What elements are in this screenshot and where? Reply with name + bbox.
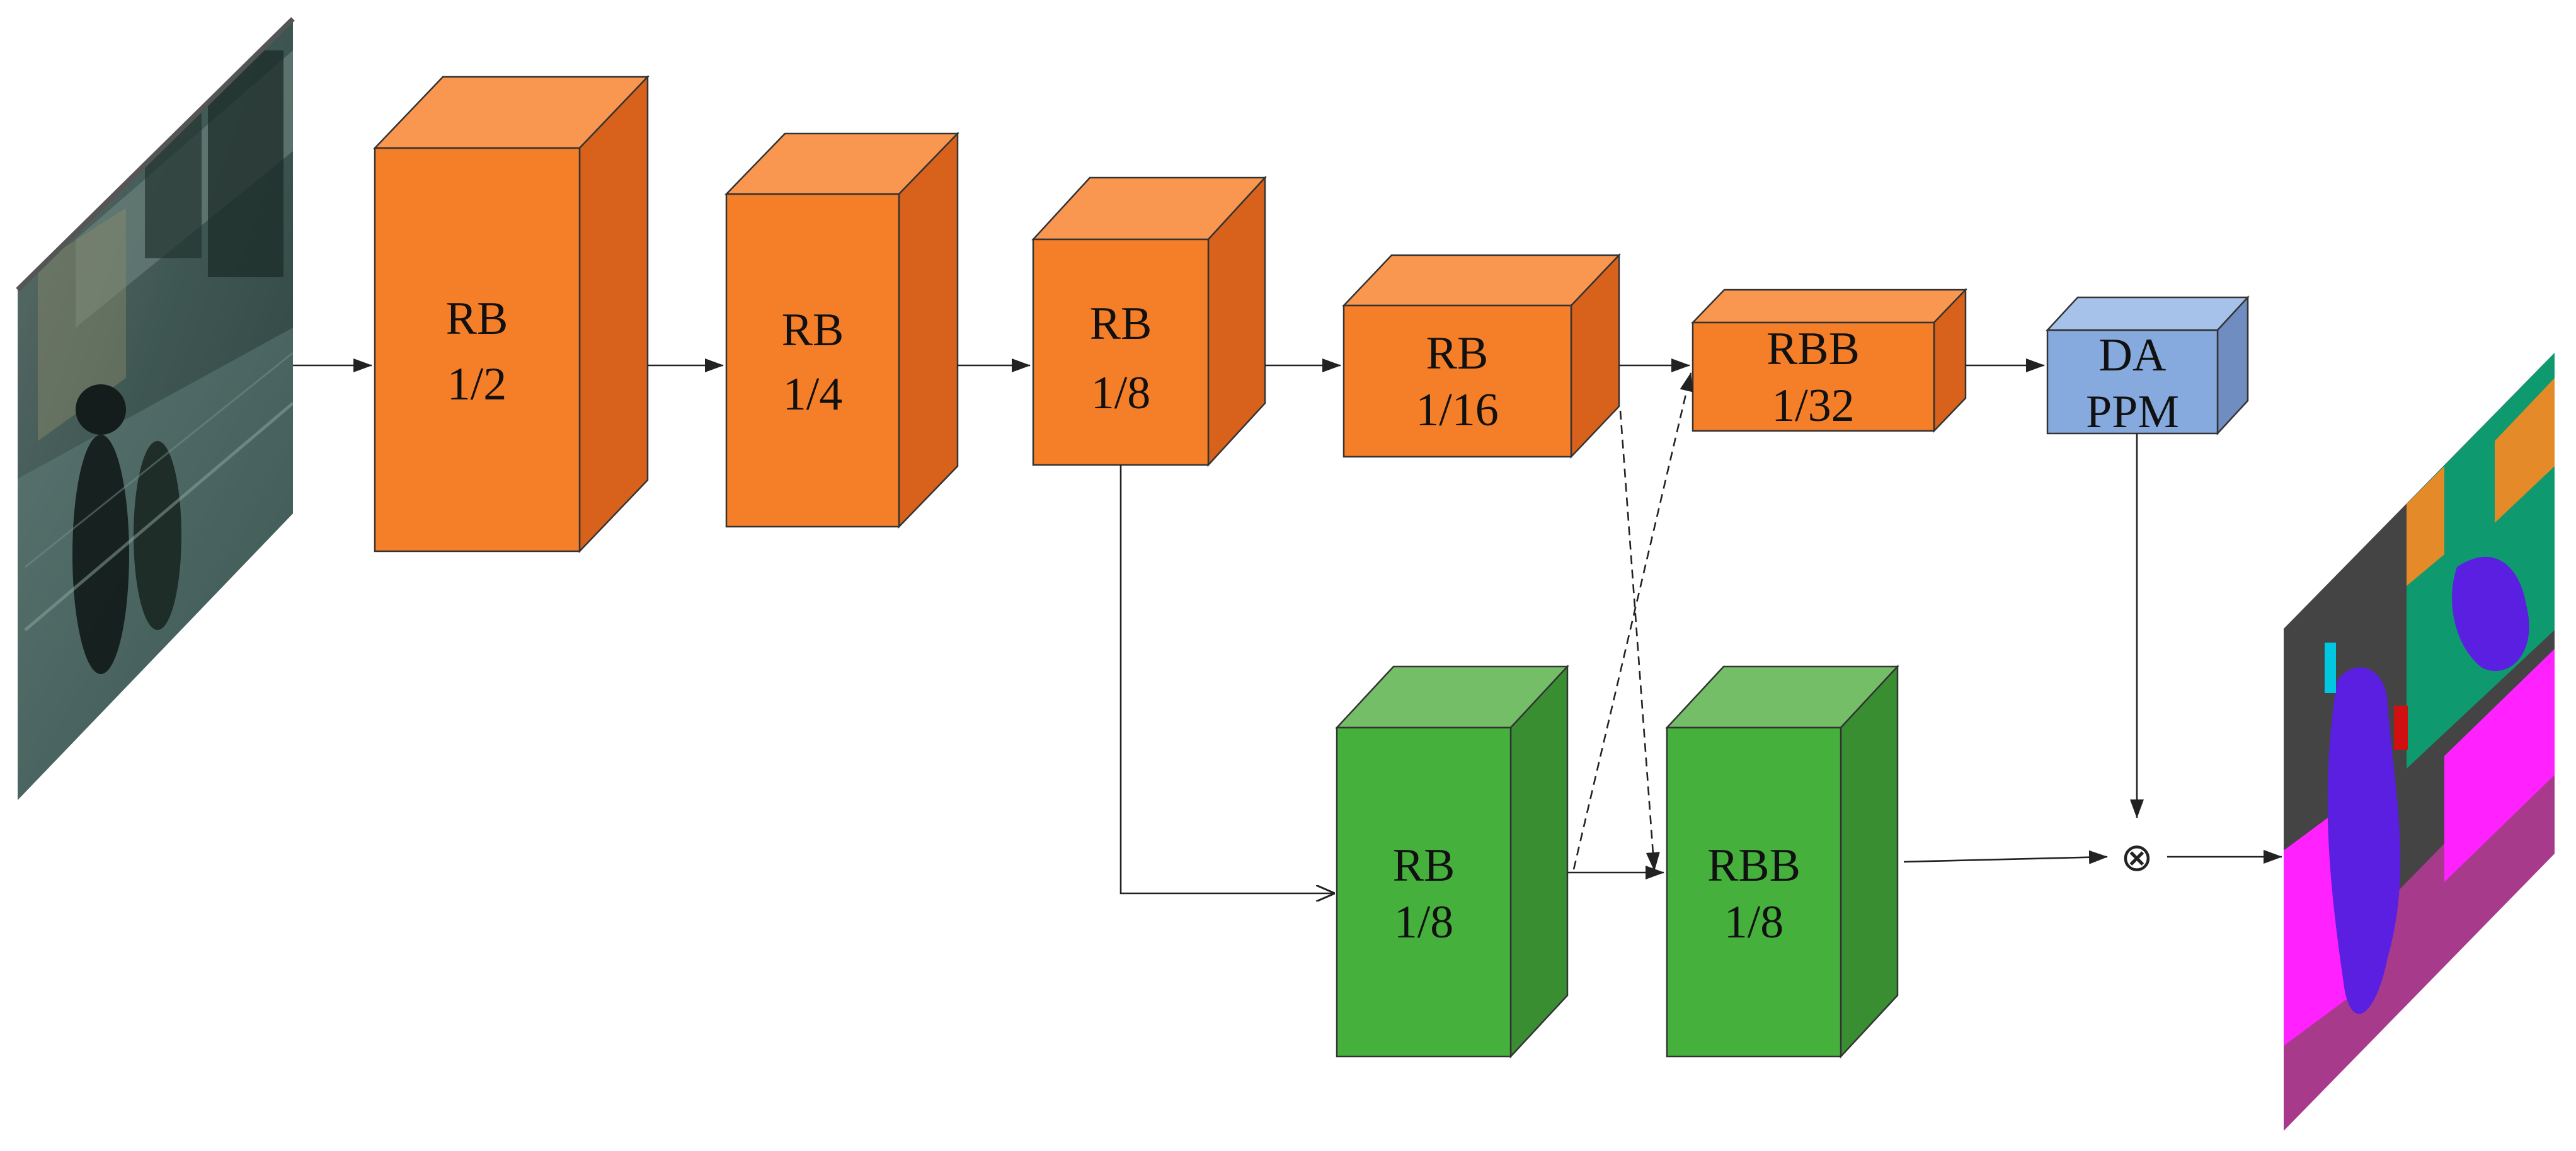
- block-rb-1-16: RB 1/16: [1342, 253, 1621, 459]
- block-rb-1-8-green: RB 1/8: [1335, 664, 1569, 1059]
- block-rb-1-16-title: RB: [1426, 328, 1489, 379]
- branch-rb-1-8-to-green-rb: [1119, 465, 1334, 893]
- output-segmentation-image: [2284, 353, 2555, 1131]
- input-image: [16, 17, 295, 800]
- arrow-green-rbb-to-multiply: [1903, 850, 2108, 864]
- block-rbb-1-8-green-scale: 1/8: [1724, 896, 1784, 948]
- block-rb-1-4-title: RB: [782, 304, 844, 356]
- block-rb-1-4: RB 1/4: [724, 131, 959, 529]
- block-rb-1-8-scale: 1/8: [1091, 367, 1151, 419]
- connectors: ⊗: [293, 358, 2282, 893]
- block-rb-1-4-scale: 1/4: [783, 369, 843, 420]
- block-da-ppm-title: DA: [2099, 329, 2167, 381]
- block-rb-1-2: RB 1/2: [373, 74, 650, 554]
- dashed-green-rb-to-rbb-1-32: [1572, 372, 1694, 870]
- block-rb-1-8: RB 1/8: [1031, 175, 1267, 467]
- dashed-rb-1-16-to-green-rbb: [1619, 410, 1660, 871]
- block-rbb-1-8-green: RBB 1/8: [1665, 664, 1899, 1059]
- block-rb-1-2-scale: 1/2: [447, 358, 507, 410]
- block-rbb-1-32: RBB 1/32: [1691, 287, 1967, 433]
- block-da-ppm-subtitle: PPM: [2086, 386, 2179, 438]
- block-rb-1-2-title: RB: [446, 293, 508, 345]
- block-rbb-1-8-green-title: RBB: [1707, 840, 1800, 891]
- multiply-operator-icon: ⊗: [2121, 834, 2153, 880]
- block-rb-1-8-green-title: RB: [1393, 840, 1455, 891]
- block-rbb-1-32-scale: 1/32: [1772, 380, 1855, 432]
- block-rb-1-8-title: RB: [1090, 298, 1152, 350]
- block-da-ppm: DA PPM: [2046, 295, 2250, 438]
- block-rb-1-8-green-scale: 1/8: [1394, 896, 1454, 948]
- block-rbb-1-32-title: RBB: [1766, 323, 1860, 375]
- block-rb-1-16-scale: 1/16: [1416, 384, 1499, 436]
